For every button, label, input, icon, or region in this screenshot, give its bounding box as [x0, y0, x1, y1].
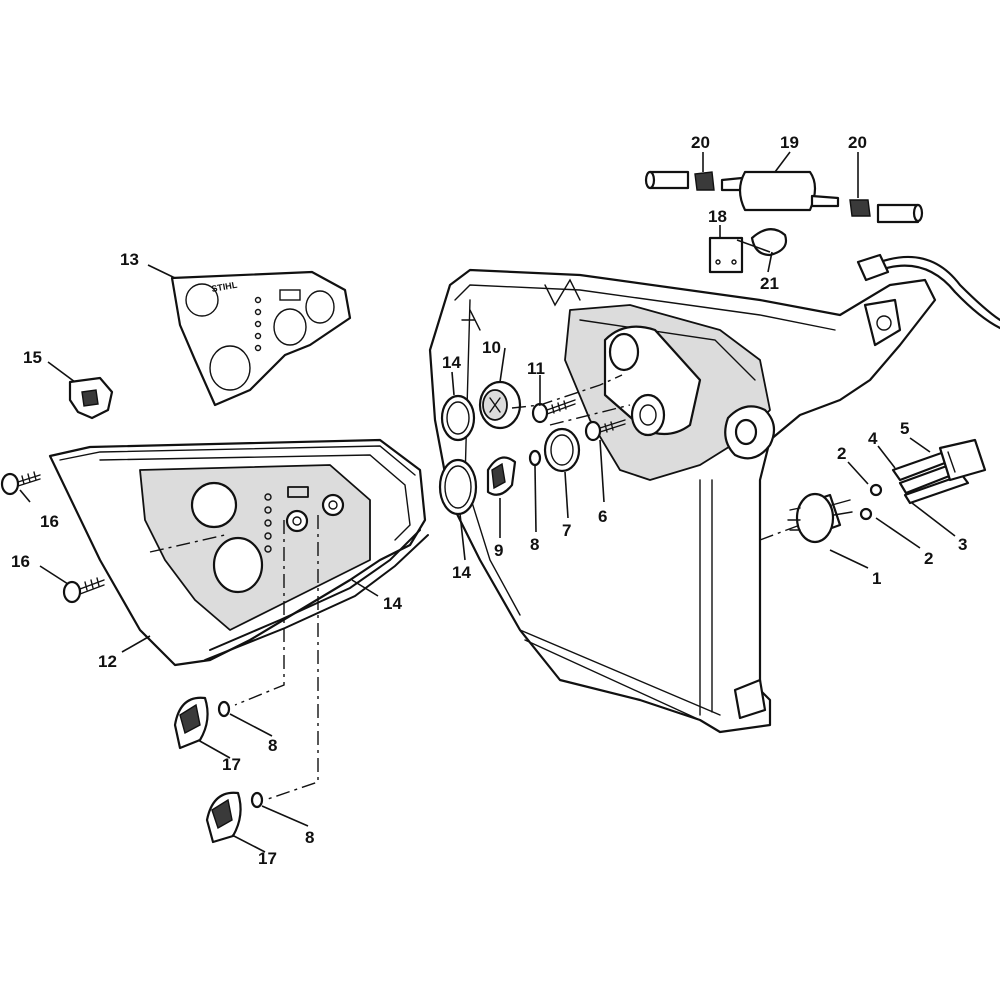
callout-13: 13 — [120, 250, 139, 269]
callout-8-housing: 8 — [530, 535, 539, 554]
alignment-lines — [149, 374, 801, 801]
callout-16-lower: 16 — [11, 552, 30, 571]
o-ring-8-lower — [250, 791, 264, 809]
fuel-line — [856, 253, 1000, 330]
callout-4: 4 — [868, 429, 878, 448]
ring-7 — [543, 427, 581, 473]
decal: STIHL — [170, 270, 352, 407]
callout-7: 7 — [562, 521, 571, 540]
connector-group — [787, 438, 987, 544]
knob-9 — [486, 456, 517, 496]
decal-logo: STIHL — [211, 280, 239, 294]
callout-20-left: 20 — [691, 133, 710, 152]
callout-2-lower: 2 — [924, 549, 933, 568]
gasket — [204, 529, 429, 661]
callout-10: 10 — [482, 338, 501, 357]
callout-20-right: 20 — [848, 133, 867, 152]
switch-10 — [478, 380, 522, 430]
callout-12: 12 — [98, 652, 117, 671]
callout-14-panel: 14 — [383, 594, 402, 613]
knob-17-upper — [173, 696, 209, 750]
dash-panel — [48, 438, 427, 667]
screw-16-lower — [62, 577, 105, 604]
knob-17-lower — [205, 791, 242, 844]
callout-3: 3 — [958, 535, 967, 554]
screw-16-upper — [0, 471, 41, 496]
callout-17-lower: 17 — [258, 849, 277, 868]
fuel-filter-group — [644, 170, 924, 274]
leader-lines — [19, 151, 956, 853]
callouts: 13 15 16 16 12 14 17 8 17 8 14 14 10 11 … — [11, 133, 967, 868]
callout-8-upper: 8 — [268, 736, 277, 755]
callout-16-upper: 16 — [40, 512, 59, 531]
callout-19: 19 — [780, 133, 799, 152]
callout-11: 11 — [527, 359, 545, 378]
callout-6: 6 — [598, 507, 607, 526]
seal-ring-upper — [440, 394, 476, 442]
callout-14-upper: 14 — [442, 353, 461, 372]
callout-5: 5 — [900, 419, 909, 438]
clip — [68, 376, 114, 420]
callout-2-upper: 2 — [837, 444, 846, 463]
callout-17-upper: 17 — [222, 755, 241, 774]
callout-18: 18 — [708, 207, 727, 226]
callout-15: 15 — [23, 348, 42, 367]
screw-6 — [584, 419, 626, 442]
seal-ring-lower — [438, 458, 478, 516]
callout-9: 9 — [494, 541, 503, 560]
main-housing — [428, 268, 937, 734]
callout-14-lower: 14 — [452, 563, 471, 582]
callout-1: 1 — [872, 569, 881, 588]
callout-21: 21 — [760, 274, 779, 293]
callout-8-lower: 8 — [305, 828, 314, 847]
o-ring-8-housing — [528, 449, 542, 467]
o-ring-8-upper — [217, 700, 231, 718]
